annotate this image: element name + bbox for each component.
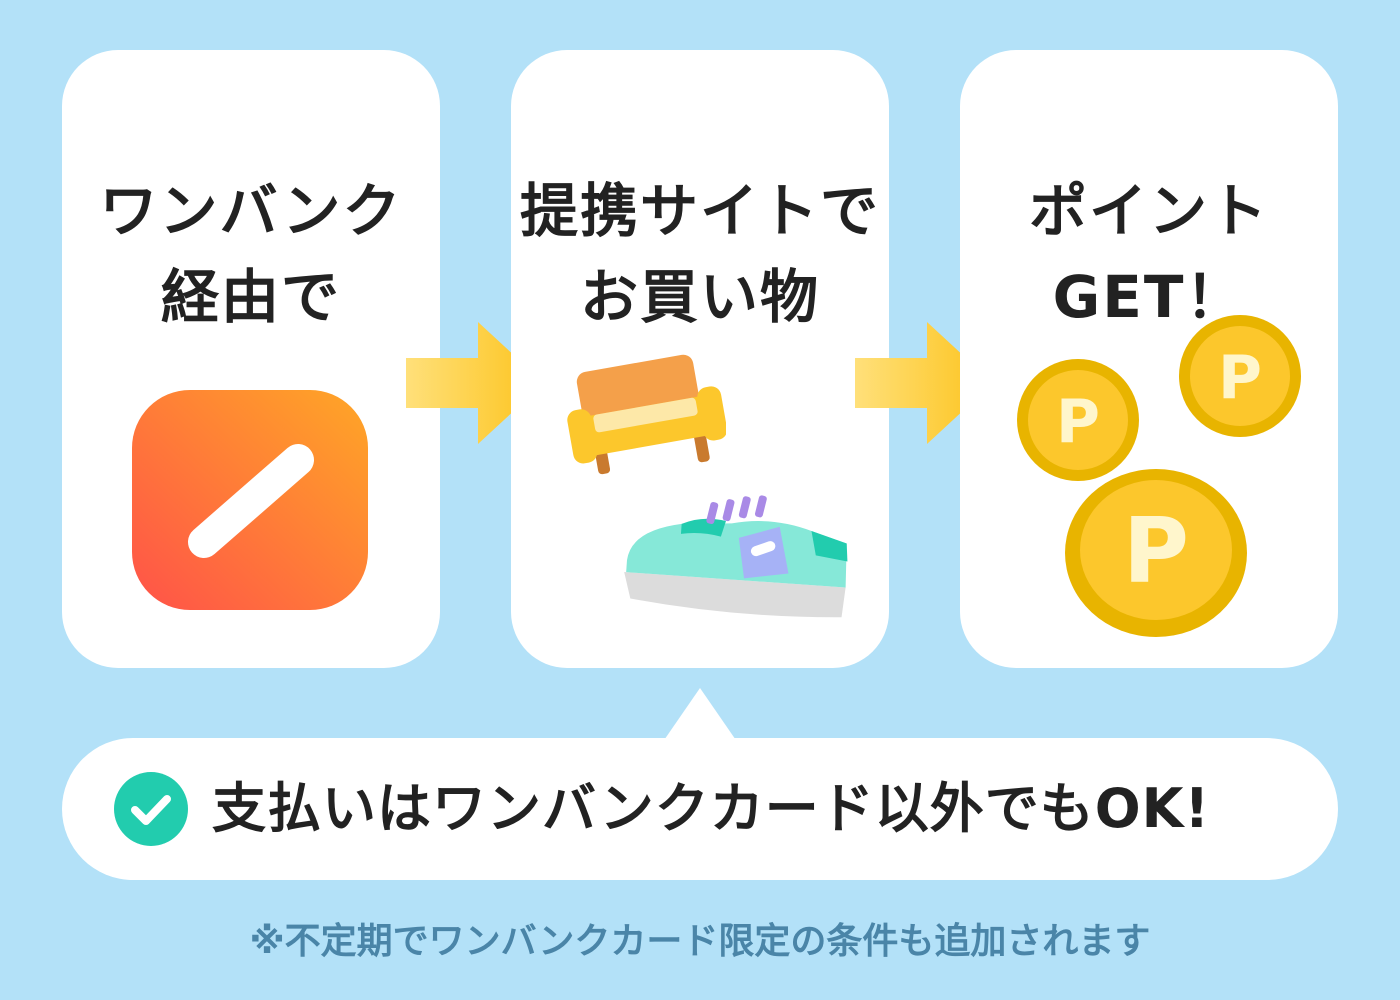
arrow-right-icon	[406, 322, 544, 444]
bubble-pointer	[660, 688, 740, 746]
step-card-2: 提携サイトで お買い物	[511, 50, 889, 668]
step-card-3: ポイント GET！ P P P	[960, 50, 1338, 668]
coin-icon: P	[1179, 315, 1301, 437]
footnote: ※不定期でワンバンクカード限定の条件も追加されます	[249, 921, 1151, 962]
svg-text:P: P	[1056, 387, 1100, 457]
app-icon	[132, 390, 368, 610]
coin-icon: P	[1065, 469, 1247, 637]
svg-text:P: P	[1123, 499, 1189, 604]
svg-text:P: P	[1218, 343, 1262, 413]
sneaker-icon	[624, 495, 848, 618]
note-text: 支払いはワンバンクカード以外でもOK!	[212, 777, 1211, 840]
check-circle-icon	[114, 772, 188, 846]
arrow-right-icon	[855, 322, 993, 444]
sofa-icon	[567, 354, 726, 475]
step-card-1: ワンバンク 経由で	[62, 50, 440, 668]
step-2-title: 提携サイトで お買い物	[519, 177, 880, 331]
step-1-title: ワンバンク 経由で	[99, 177, 403, 331]
note-bubble: 支払いはワンバンクカード以外でもOK!	[62, 738, 1338, 880]
coin-icon: P	[1017, 359, 1139, 481]
step-3-title: ポイント GET！	[1028, 177, 1269, 331]
